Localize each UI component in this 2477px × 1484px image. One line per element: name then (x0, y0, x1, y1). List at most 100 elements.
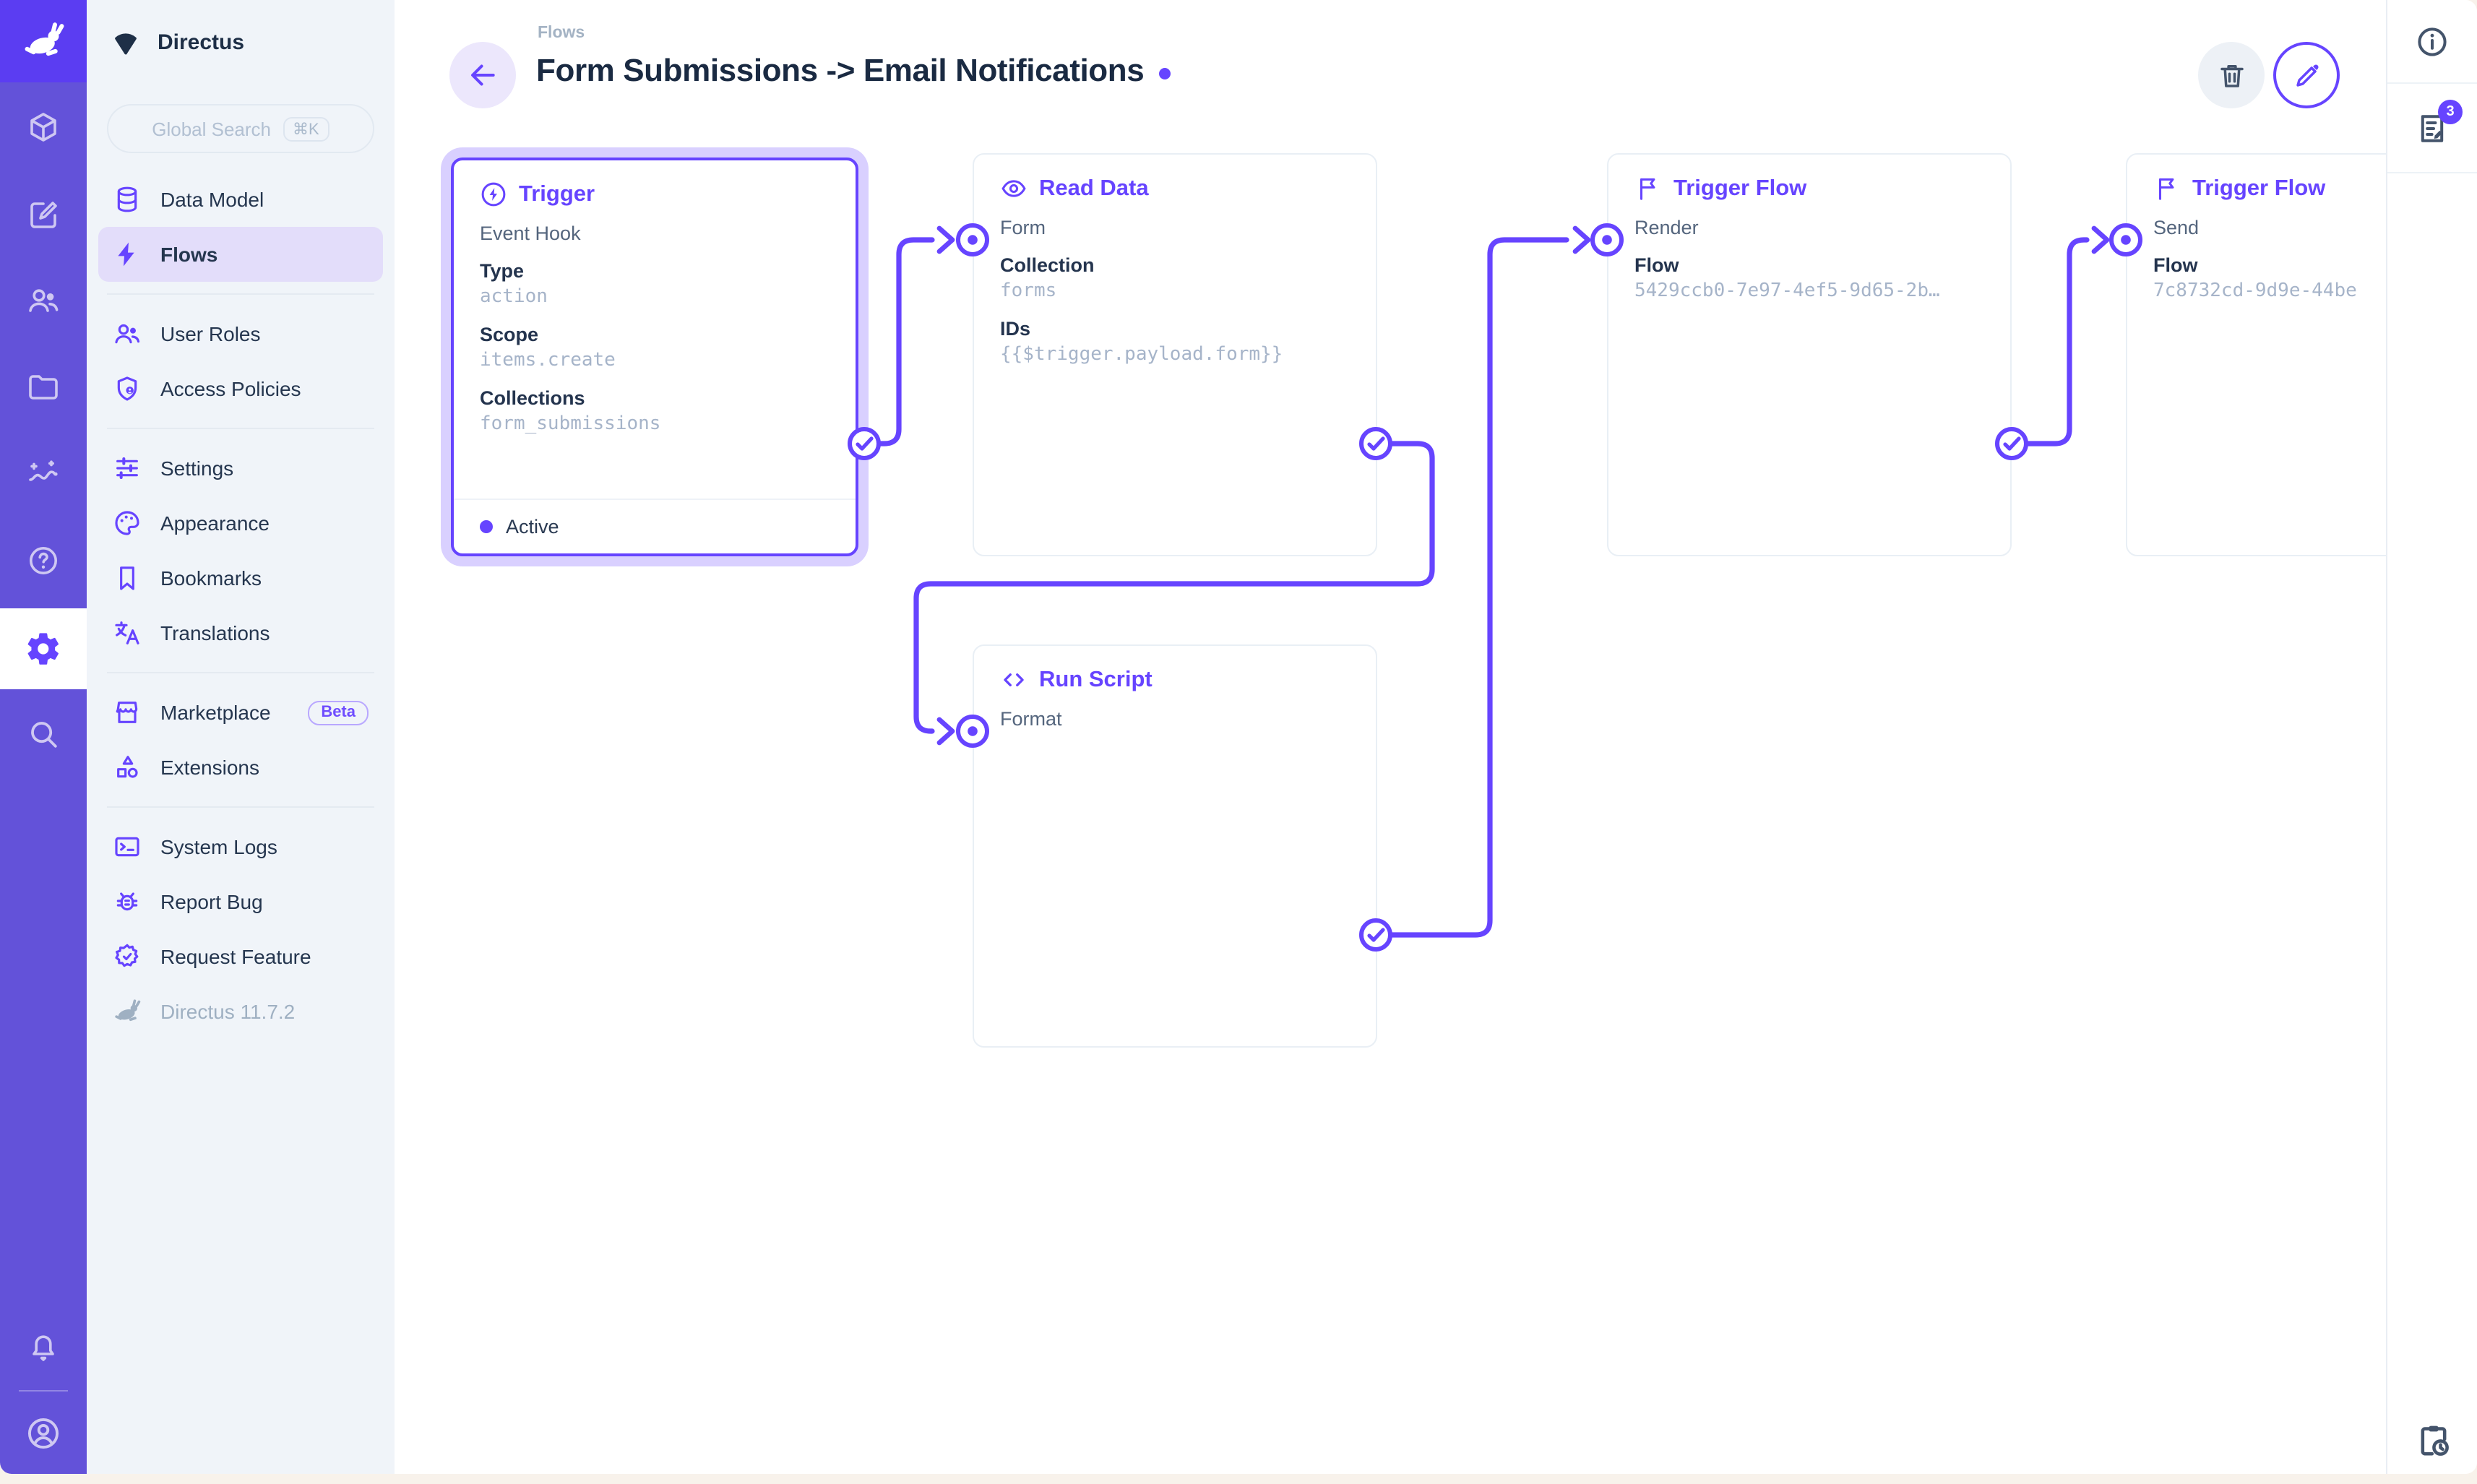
nav-divider (107, 428, 374, 429)
sidebar-item-translations[interactable]: Translations (98, 605, 383, 660)
field-label: Collections (480, 387, 585, 409)
nav-sidebar: Directus Global Search ⌘K Data Model (87, 0, 395, 1474)
sidebar-item-bookmarks[interactable]: Bookmarks (98, 551, 383, 605)
edit-flow-button[interactable] (2273, 42, 2340, 108)
beta-badge: Beta (308, 700, 369, 725)
flow-connection-render-to-send (2023, 237, 2090, 447)
arrowhead-icon (2091, 225, 2110, 254)
page-title: Form Submissions -> Email Notifications (536, 52, 1145, 88)
terminal-icon (115, 837, 139, 857)
delete-flow-button[interactable] (2198, 42, 2265, 108)
box-icon (30, 113, 56, 142)
global-search-input[interactable]: Global Search ⌘K (107, 104, 374, 153)
dot-icon (2121, 235, 2131, 245)
operation-panel-trigger[interactable]: Trigger Event Hook Type action Scope ite… (451, 158, 858, 556)
sidebar-item-label: Bookmarks (160, 566, 262, 590)
sidebar-item-label: Report Bug (160, 890, 263, 913)
database-icon (117, 186, 137, 212)
flow-canvas[interactable]: Flows Form Submissions -> Email Notifica… (395, 0, 2386, 1474)
bookmark-icon (120, 566, 134, 590)
notifications-button[interactable] (0, 1315, 87, 1379)
settings-gear-icon (27, 633, 59, 665)
sidebar-item-marketplace[interactable]: Marketplace Beta (98, 685, 383, 740)
sidebar-item-appearance[interactable]: Appearance (98, 496, 383, 551)
project-header[interactable]: Directus (110, 26, 244, 58)
version-label: Directus 11.7.2 (160, 1000, 296, 1023)
module-insights-button[interactable] (0, 442, 87, 506)
module-editor-button[interactable] (0, 184, 87, 247)
right-sidebar: 3 (2386, 0, 2477, 1474)
shield-lock-icon (117, 376, 137, 401)
panel-title-row: Run Script (1000, 666, 1350, 694)
search-placeholder: Global Search (152, 118, 272, 139)
translate-icon (115, 621, 139, 644)
panel-title-row: Trigger Flow (1634, 175, 1984, 202)
module-users-button[interactable] (0, 269, 87, 332)
sidebar-item-flows[interactable]: Flows (98, 227, 383, 282)
operation-name: Format (1000, 708, 1062, 730)
operation-panel-trigger-flow-render[interactable]: Trigger Flow Render Flow 5429ccb0-7e97-4… (1607, 153, 2012, 556)
trigger-status-row: Active (454, 499, 856, 553)
field-value: action (480, 286, 548, 308)
sidebar-item-data-model[interactable]: Data Model (98, 172, 383, 227)
eye-icon (1001, 180, 1026, 197)
sidebar-item-user-roles[interactable]: User Roles (98, 306, 383, 361)
field-value: 7c8732cd-9d9e-44be (2153, 280, 2357, 302)
bolt-icon (118, 242, 134, 267)
sidebar-item-label: Access Policies (160, 377, 301, 400)
module-help-button[interactable] (0, 529, 87, 592)
account-button[interactable] (0, 1402, 87, 1465)
panel-title-row: Read Data (1000, 175, 1350, 202)
operation-type: Event Hook (480, 223, 581, 244)
back-button[interactable] (449, 42, 516, 108)
breadcrumb[interactable]: Flows (538, 25, 585, 42)
info-sidebar-button[interactable] (2387, 0, 2477, 84)
field-label: IDs (1000, 318, 1031, 340)
arrowhead-icon (1572, 225, 1591, 254)
field-value: forms (1000, 280, 1057, 302)
sidebar-item-extensions[interactable]: Extensions (98, 740, 383, 795)
version-row: Directus 11.7.2 (98, 984, 383, 1039)
sidebar-item-system-logs[interactable]: System Logs (98, 819, 383, 874)
sidebar-item-request-feature[interactable]: Request Feature (98, 929, 383, 984)
pending-revisions-button[interactable] (2387, 1422, 2477, 1459)
field-value: form_submissions (480, 413, 661, 435)
operation-name: Send (2153, 217, 2200, 238)
sidebar-item-access-policies[interactable]: Access Policies (98, 361, 383, 416)
users-icon (115, 324, 140, 344)
storefront-icon (116, 702, 138, 723)
help-icon (29, 546, 58, 575)
operation-panel-trigger-flow-send[interactable]: Trigger Flow Send Flow 7c8732cd-9d9e-44b… (2126, 153, 2386, 556)
operation-panel-read-data[interactable]: Read Data Form Collection forms IDs {{$t… (973, 153, 1377, 556)
sidebar-item-settings[interactable]: Settings (98, 441, 383, 496)
search-icon (31, 722, 57, 748)
bell-icon (33, 1335, 54, 1361)
logs-sidebar-button[interactable]: 3 (2387, 84, 2477, 173)
flag-icon (2158, 178, 2174, 200)
palette-icon (115, 511, 139, 535)
directus-logo[interactable] (0, 0, 87, 82)
field-label: Collection (1000, 254, 1095, 276)
panel-title: Run Script (1039, 667, 1153, 691)
sidebar-item-label: Extensions (160, 756, 259, 779)
field-label: Scope (480, 324, 539, 345)
module-files-button[interactable] (0, 355, 87, 419)
module-settings-button[interactable] (0, 608, 87, 689)
title-row: Form Submissions -> Email Notifications (536, 52, 1171, 90)
sidebar-item-label: Appearance (160, 512, 270, 535)
sidebar-item-label: System Logs (160, 835, 277, 858)
arrowhead-icon (936, 225, 955, 254)
arrow-left-icon (471, 64, 495, 86)
code-icon (1004, 673, 1024, 686)
flow-connection-read-data-to-run-script (913, 441, 1435, 734)
panel-title-row: Trigger Flow (2153, 175, 2386, 202)
clipboard-clock-icon (2420, 1425, 2448, 1456)
operation-panel-run-script[interactable]: Run Script Format (973, 644, 1377, 1048)
module-search-button[interactable] (0, 702, 87, 766)
seal-check-icon (115, 944, 139, 967)
sidebar-item-report-bug[interactable]: Report Bug (98, 874, 383, 929)
sidebar-item-label: Flows (160, 243, 218, 266)
module-content-button[interactable] (0, 95, 87, 159)
